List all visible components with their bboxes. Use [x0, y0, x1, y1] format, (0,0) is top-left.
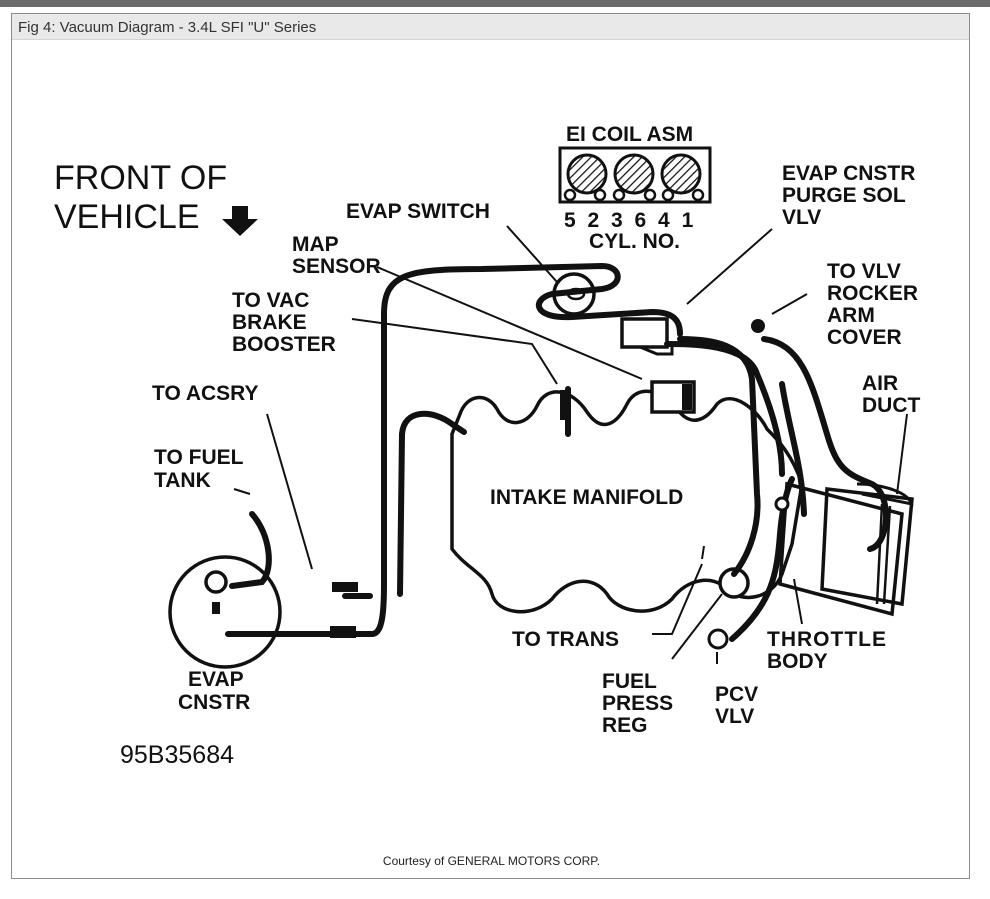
map-sensor — [650, 380, 696, 414]
to-trans-label: TO TRANS — [512, 628, 619, 651]
throttle-body-label: THROTTLE — [767, 628, 887, 651]
vacuum-hoses — [225, 262, 889, 642]
fuel-press-reg-label-3: REG — [602, 714, 648, 737]
throttle-body-label-2: BODY — [767, 650, 828, 673]
front-of-vehicle-label-2: VEHICLE — [54, 198, 200, 236]
arrow-down-icon — [222, 206, 258, 236]
pcv-valve-label: PCV — [715, 683, 758, 706]
vacuum-diagram: FRONT OF VEHICLE EI COIL ASM 5 2 3 6 4 1… — [54, 123, 920, 769]
front-of-vehicle-label: FRONT OF — [54, 159, 227, 197]
fuel-press-reg-port — [718, 567, 750, 599]
evap-canister-label-2: CNSTR — [178, 691, 250, 714]
air-duct-label: AIR — [862, 372, 898, 395]
pcv-valve-port — [707, 628, 729, 650]
figure-title-bar: Fig 4: Vacuum Diagram - 3.4L SFI "U" Ser… — [12, 14, 969, 40]
ei-coil-label: EI COIL ASM — [566, 123, 693, 146]
figure-panel: Fig 4: Vacuum Diagram - 3.4L SFI "U" Ser… — [11, 13, 970, 879]
acsry-label: TO ACSRY — [152, 382, 259, 405]
courtesy-footer: Courtesy of GENERAL MOTORS CORP. — [382, 854, 601, 868]
purge-sol-label-2: PURGE SOL — [782, 184, 906, 207]
pcv-valve-label-2: VLV — [715, 705, 754, 728]
cylinder-numbers: 5 2 3 6 4 1 — [564, 209, 696, 232]
evap-canister-label: EVAP — [188, 668, 244, 691]
hose-clip — [774, 496, 790, 512]
figure-title: Fig 4: Vacuum Diagram - 3.4L SFI "U" Ser… — [18, 19, 317, 36]
rocker-cover-label-4: COVER — [827, 326, 902, 349]
fuel-tank-label-2: TANK — [154, 469, 211, 492]
map-sensor-label-2: SENSOR — [292, 255, 381, 278]
intake-manifold-label: INTAKE MANIFOLD — [490, 486, 683, 509]
air-duct-label-2: DUCT — [862, 394, 920, 417]
vac-booster-label-2: BRAKE — [232, 311, 307, 334]
rocker-cover-fitting — [751, 319, 765, 333]
vac-booster-label-3: BOOSTER — [232, 333, 336, 356]
vac-brake-port — [560, 390, 570, 420]
evap-canister — [168, 555, 282, 669]
leader-lines — [233, 225, 908, 664]
fuel-press-reg-label: FUEL — [602, 670, 657, 693]
map-sensor-label: MAP — [292, 233, 339, 256]
purge-sol-label: EVAP CNSTR — [782, 162, 915, 185]
evap-switch-label: EVAP SWITCH — [346, 200, 490, 223]
hose-connector — [332, 582, 358, 592]
window-top-bar — [0, 0, 990, 7]
fuel-tank-label: TO FUEL — [154, 446, 244, 469]
fuel-press-reg-label-2: PRESS — [602, 692, 673, 715]
cyl-no-label: CYL. NO. — [589, 230, 680, 253]
rocker-cover-label-3: ARM — [827, 304, 875, 327]
rocker-cover-label: TO VLV — [827, 260, 901, 283]
ei-coil-assembly — [558, 146, 712, 204]
figure-number: 95B35684 — [120, 741, 234, 769]
throttle-body — [778, 481, 914, 617]
hose-connector — [330, 626, 356, 638]
rocker-cover-label-2: ROCKER — [827, 282, 918, 305]
vac-booster-label: TO VAC — [232, 289, 309, 312]
purge-solenoid — [620, 317, 674, 356]
intake-manifold-outline — [450, 389, 804, 614]
purge-sol-label-3: VLV — [782, 206, 821, 229]
